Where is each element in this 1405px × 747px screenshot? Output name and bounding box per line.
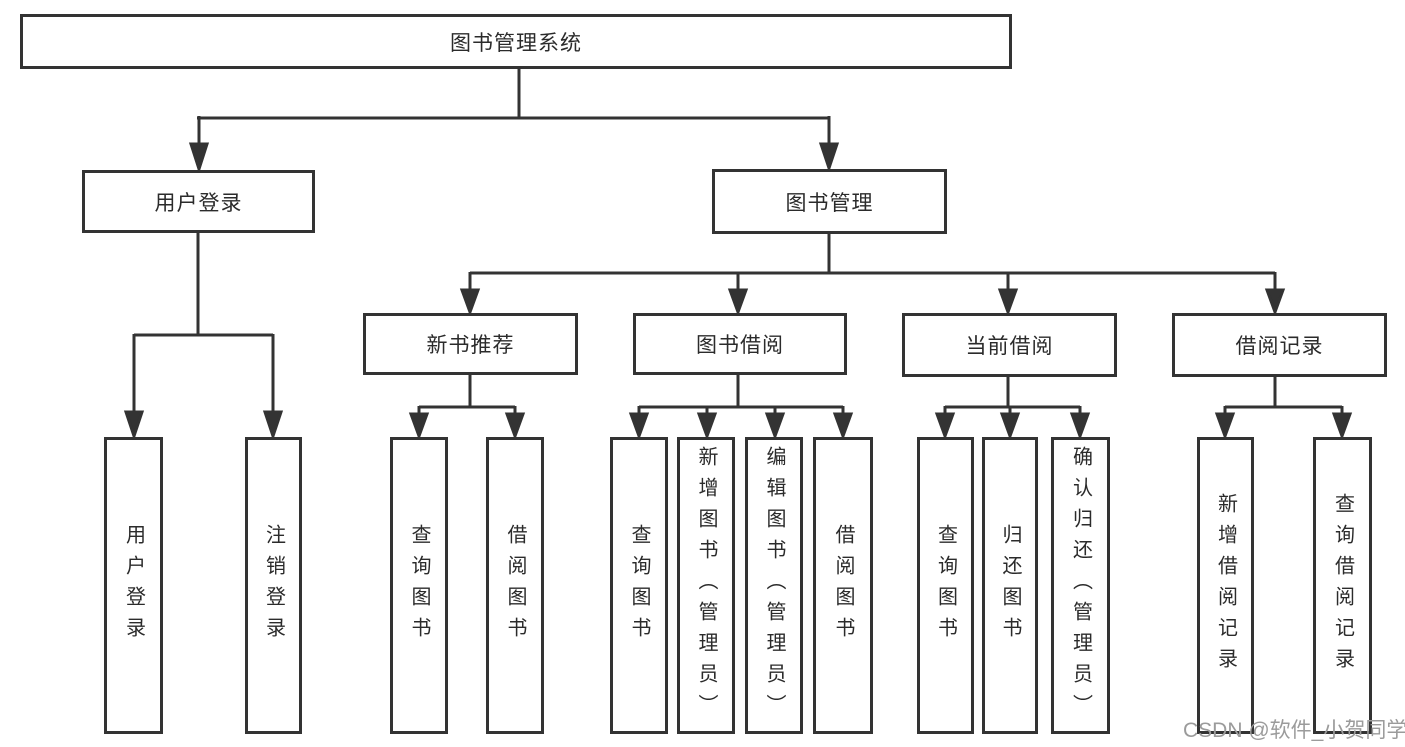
leaf-user-login: 用户登录 (104, 437, 163, 734)
node-root-label: 图书管理系统 (450, 31, 582, 55)
leaf-logout-label: 注销登录 (262, 523, 285, 648)
leaf-recommend-borrow-book: 借阅图书 (486, 437, 544, 734)
connector-borrow-to-leaves (628, 375, 854, 441)
leaf-current-query-book-label: 查询图书 (934, 523, 957, 648)
connector-current-to-leaves (934, 377, 1091, 441)
node-current-borrow-label: 当前借阅 (965, 335, 1054, 358)
connector-bookmgmt-to-level2 (459, 234, 1286, 317)
leaf-current-query-book: 查询图书 (917, 437, 974, 734)
node-user-login-label: 用户登录 (154, 191, 243, 215)
node-borrow-records-label: 借阅记录 (1235, 335, 1324, 358)
leaf-edit-book-admin: 编辑图书（管理员） (745, 437, 803, 734)
node-book-management-label: 图书管理 (785, 191, 874, 215)
node-borrow-records: 借阅记录 (1172, 313, 1387, 377)
node-new-book-recommend: 新书推荐 (363, 313, 578, 375)
leaf-borrow-query-book: 查询图书 (610, 437, 668, 734)
node-user-login: 用户登录 (82, 170, 315, 233)
csdn-watermark: CSDN @软件_小贺同学 (1183, 719, 1405, 742)
leaf-confirm-return-admin: 确认归还（管理员） (1051, 437, 1110, 734)
connector-recommend-to-leaves (408, 375, 526, 441)
connector-login-to-leaves (123, 233, 284, 441)
leaf-recommend-borrow-book-label: 借阅图书 (504, 523, 526, 648)
leaf-logout: 注销登录 (245, 437, 302, 734)
leaf-borrow-query-book-label: 查询图书 (628, 523, 650, 648)
leaf-return-book: 归还图书 (982, 437, 1038, 734)
node-new-book-recommend-label: 新书推荐 (426, 334, 515, 357)
connector-root-to-level1 (188, 69, 840, 174)
node-current-borrow: 当前借阅 (902, 313, 1117, 377)
leaf-recommend-query-book-label: 查询图书 (408, 523, 430, 648)
node-book-management: 图书管理 (712, 169, 947, 234)
leaf-add-book-admin-label: 新增图书（管理员） (695, 446, 717, 725)
leaf-confirm-return-admin-label: 确认归还（管理员） (1069, 446, 1092, 725)
leaf-borrow-book: 借阅图书 (813, 437, 873, 734)
node-book-borrow-label: 图书借阅 (696, 334, 784, 357)
leaf-query-borrow-record-label: 查询借阅记录 (1331, 492, 1354, 679)
connector-records-to-leaves (1214, 377, 1353, 441)
leaf-edit-book-admin-label: 编辑图书（管理员） (763, 446, 785, 725)
leaf-add-book-admin: 新增图书（管理员） (677, 437, 735, 734)
node-book-borrow: 图书借阅 (633, 313, 847, 375)
leaf-return-book-label: 归还图书 (999, 523, 1021, 648)
leaf-recommend-query-book: 查询图书 (390, 437, 448, 734)
leaf-query-borrow-record: 查询借阅记录 (1313, 437, 1372, 734)
leaf-borrow-book-label: 借阅图书 (832, 523, 854, 648)
leaf-user-login-label: 用户登录 (122, 523, 145, 648)
node-root: 图书管理系统 (20, 14, 1012, 69)
leaf-add-borrow-record: 新增借阅记录 (1197, 437, 1254, 734)
leaf-add-borrow-record-label: 新增借阅记录 (1214, 492, 1237, 679)
